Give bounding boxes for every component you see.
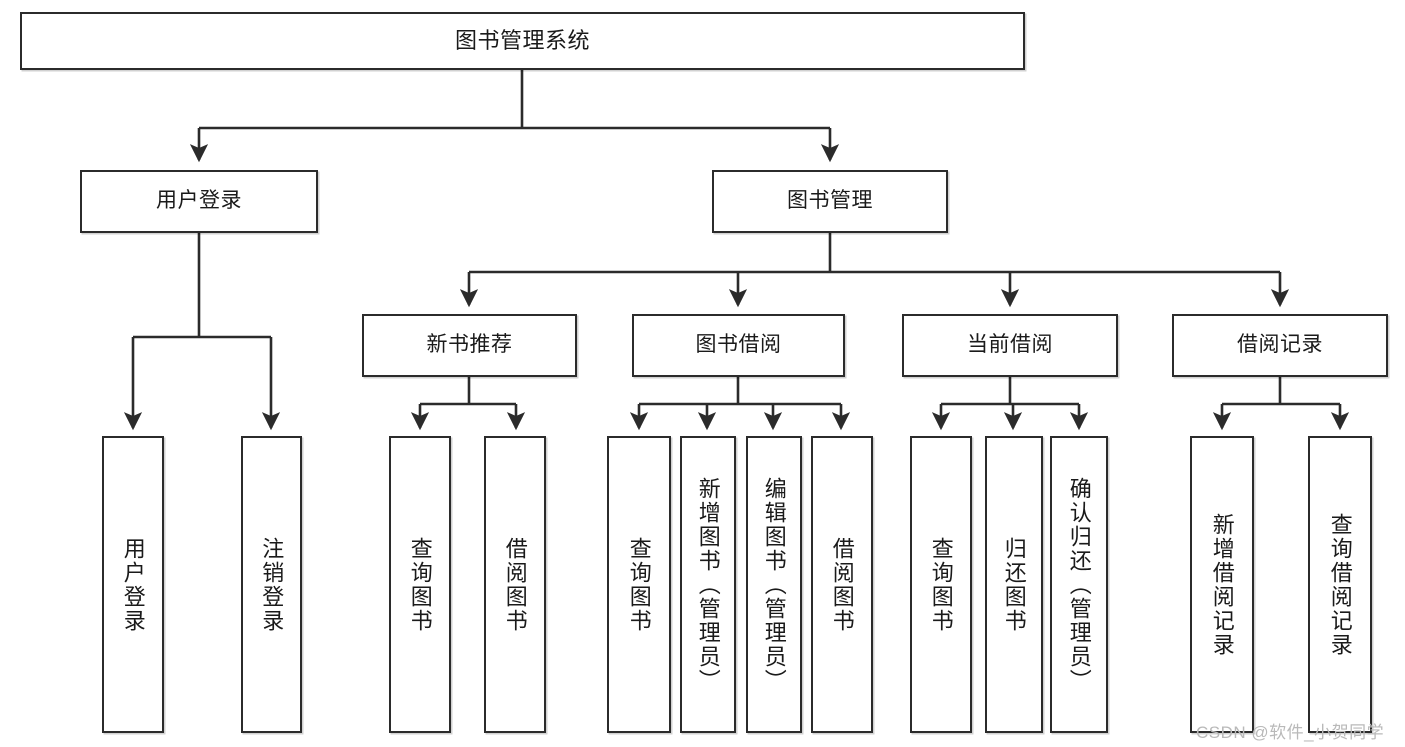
node-book-borrow-label: 图书借阅 [695, 333, 782, 357]
node-borrow-record-label: 借阅记录 [1237, 333, 1323, 357]
node-leaf-borrow-book-1[interactable]: 借阅图书 [484, 436, 546, 733]
node-leaf-query-book-1-label: 查询图书 [407, 536, 433, 633]
node-leaf-add-book-label: 新增图书（管理员） [695, 476, 721, 693]
node-book-manage[interactable]: 图书管理 [712, 170, 948, 233]
node-leaf-edit-book-label: 编辑图书（管理员） [761, 476, 787, 693]
node-leaf-edit-book[interactable]: 编辑图书（管理员） [746, 436, 802, 733]
node-book-borrow[interactable]: 图书借阅 [632, 314, 845, 377]
node-new-book-rec[interactable]: 新书推荐 [362, 314, 577, 377]
node-root-label: 图书管理系统 [454, 28, 590, 54]
node-leaf-return-book-label: 归还图书 [1001, 536, 1027, 633]
node-current-borrow[interactable]: 当前借阅 [902, 314, 1118, 377]
node-leaf-query-book-2-label: 查询图书 [626, 536, 652, 633]
node-root[interactable]: 图书管理系统 [20, 12, 1025, 70]
node-leaf-logout-login-label: 注销登录 [259, 536, 285, 633]
node-book-manage-label: 图书管理 [787, 189, 873, 213]
node-leaf-query-book-1[interactable]: 查询图书 [389, 436, 451, 733]
node-leaf-add-book[interactable]: 新增图书（管理员） [680, 436, 736, 733]
node-leaf-borrow-book-1-label: 借阅图书 [502, 536, 528, 633]
node-leaf-user-login-label: 用户登录 [120, 536, 146, 633]
node-leaf-query-book-3-label: 查询图书 [928, 536, 954, 633]
node-leaf-return-book[interactable]: 归还图书 [985, 436, 1043, 733]
node-leaf-logout-login[interactable]: 注销登录 [241, 436, 302, 733]
node-user-login-label: 用户登录 [156, 189, 242, 213]
node-leaf-add-record-label: 新增借阅记录 [1209, 512, 1235, 657]
node-leaf-confirm-return[interactable]: 确认归还（管理员） [1050, 436, 1108, 733]
node-leaf-user-login[interactable]: 用户登录 [102, 436, 164, 733]
node-borrow-record[interactable]: 借阅记录 [1172, 314, 1388, 377]
node-user-login[interactable]: 用户登录 [80, 170, 318, 233]
node-leaf-query-book-3[interactable]: 查询图书 [910, 436, 972, 733]
node-new-book-rec-label: 新书推荐 [426, 333, 513, 357]
node-leaf-query-book-2[interactable]: 查询图书 [607, 436, 671, 733]
node-leaf-confirm-return-label: 确认归还（管理员） [1066, 476, 1092, 693]
csdn-watermark: CSDN @软件_小贺同学 [1196, 723, 1385, 742]
node-current-borrow-label: 当前借阅 [967, 333, 1053, 357]
node-leaf-query-record[interactable]: 查询借阅记录 [1308, 436, 1372, 733]
node-leaf-query-record-label: 查询借阅记录 [1327, 512, 1353, 657]
node-leaf-borrow-book-2[interactable]: 借阅图书 [811, 436, 873, 733]
node-leaf-borrow-book-2-label: 借阅图书 [829, 536, 855, 633]
node-leaf-add-record[interactable]: 新增借阅记录 [1190, 436, 1254, 733]
